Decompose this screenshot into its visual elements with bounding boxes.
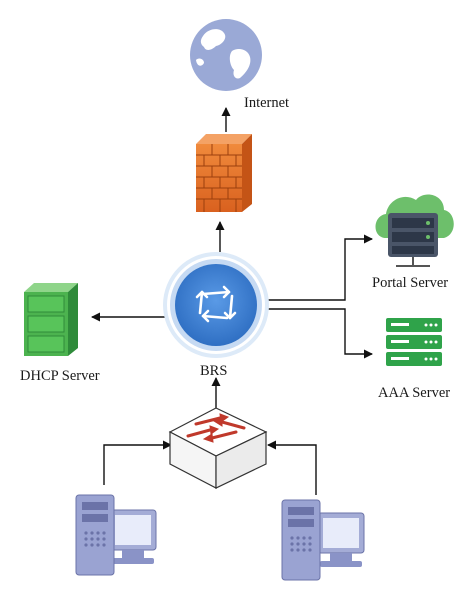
server-cloud-icon xyxy=(375,194,454,267)
dhcp-server-label: DHCP Server xyxy=(20,368,100,384)
connections xyxy=(91,107,373,495)
edge-pc-left-switch xyxy=(103,440,172,485)
edge-brs-aaa xyxy=(266,308,373,359)
brs-label: BRS xyxy=(200,363,228,379)
portal-server-label: Portal Server xyxy=(372,275,449,291)
aaa-server-icon xyxy=(386,318,442,366)
aaa-server-label: AAA Server xyxy=(378,385,451,401)
server-rack-icon xyxy=(24,283,78,356)
globe-icon xyxy=(190,19,262,91)
edge-brs-portal xyxy=(266,234,373,301)
desktop-computer-icon xyxy=(281,499,365,581)
firewall-icon xyxy=(196,134,252,212)
internet-label: Internet xyxy=(244,95,290,111)
switch-icon xyxy=(168,407,268,489)
edge-pc-right-switch xyxy=(267,440,317,495)
desktop-computer-icon xyxy=(75,494,157,576)
router-icon xyxy=(163,252,269,358)
